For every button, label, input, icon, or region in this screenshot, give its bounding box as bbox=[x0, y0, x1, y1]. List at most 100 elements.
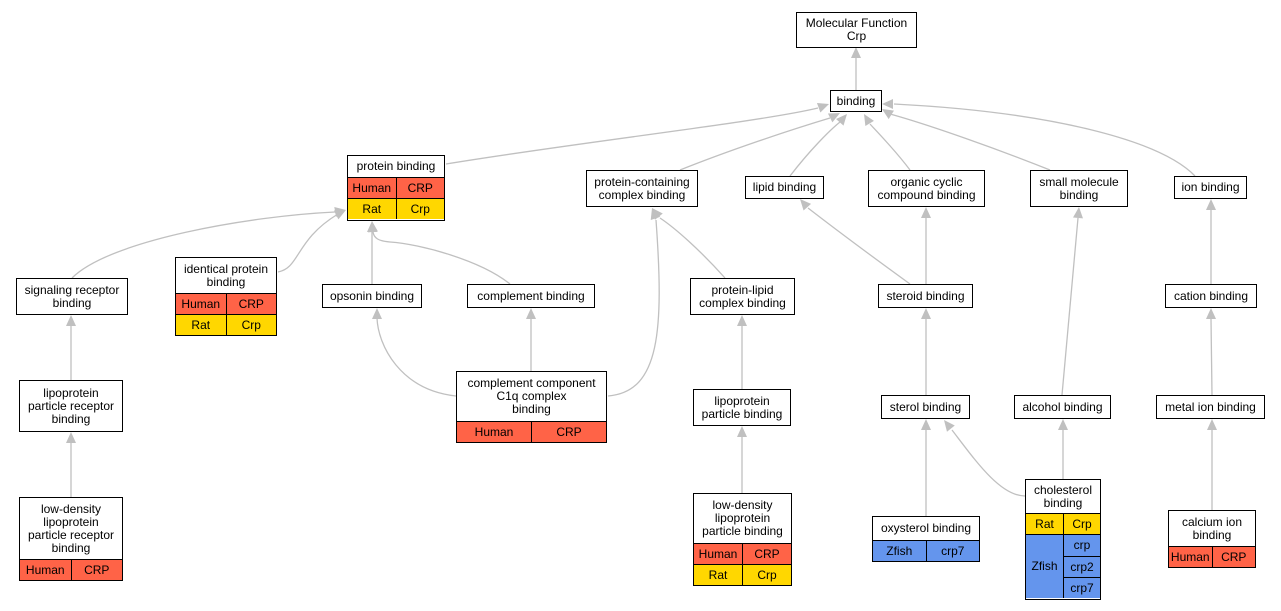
edge-cholesterol-to-sterol bbox=[951, 429, 1026, 497]
node-protein-lipid-complex-binding[interactable]: protein-lipid complex binding bbox=[690, 278, 795, 315]
edge-cation-to-ion-arrowhead bbox=[1206, 199, 1216, 210]
node-opsonin-binding[interactable]: opsonin binding bbox=[322, 284, 422, 308]
edge-ldl-particle-to-lipoprotein-particle-arrowhead bbox=[737, 426, 747, 437]
node-complement-binding[interactable]: complement binding bbox=[467, 284, 595, 308]
edge-protein-binding-to-binding bbox=[445, 107, 819, 165]
annotation-row: Rat Crp bbox=[694, 564, 791, 585]
edge-metal-ion-to-cation-arrowhead bbox=[1206, 308, 1216, 319]
node-label: calcium ion binding bbox=[1181, 514, 1243, 542]
node-calcium-ion-binding[interactable]: calcium ion binding Human CRP bbox=[1168, 510, 1256, 568]
species-cell: Rat bbox=[694, 565, 742, 585]
gene-cell: Crp bbox=[1063, 514, 1100, 534]
gene-cell: Crp bbox=[742, 565, 791, 585]
edge-cholesterol-to-sterol-arrowhead bbox=[944, 420, 955, 432]
node-molecular-function[interactable]: Molecular Function Crp bbox=[796, 12, 917, 48]
edge-identical-to-protein bbox=[277, 213, 339, 273]
node-label: low-density lipoprotein particle binding bbox=[702, 498, 783, 538]
edge-calcium-to-metal-ion-arrowhead bbox=[1207, 419, 1217, 430]
node-label: complement component C1q complex binding bbox=[467, 376, 596, 416]
node-label: cation binding bbox=[1173, 288, 1249, 303]
node-binding[interactable]: binding bbox=[830, 90, 882, 112]
node-lipoprotein-particle-receptor-binding[interactable]: lipoprotein particle receptor binding bbox=[19, 380, 123, 432]
node-label: complement binding bbox=[477, 288, 585, 303]
annotation-group-zfish: Zfish crp crp2 crp7 bbox=[1026, 534, 1100, 598]
node-label: oxysterol binding bbox=[880, 521, 972, 535]
edge-c1q-to-opsonin bbox=[376, 317, 457, 397]
edge-identical-to-protein-arrowhead bbox=[333, 210, 346, 220]
gene-cell: CRP bbox=[70, 560, 122, 580]
edge-metal-ion-to-cation bbox=[1210, 318, 1213, 396]
annotation-row: Rat Crp bbox=[1026, 513, 1100, 534]
node-signaling-receptor-binding[interactable]: signaling receptor binding bbox=[16, 278, 128, 315]
node-label: lipoprotein particle receptor binding bbox=[27, 385, 115, 426]
node-sterol-binding[interactable]: sterol binding bbox=[881, 395, 970, 419]
node-lipoprotein-particle-binding[interactable]: lipoprotein particle binding bbox=[693, 389, 791, 426]
species-cell: Zfish bbox=[1026, 535, 1064, 598]
gene-cell: Crp bbox=[395, 199, 444, 219]
edge-ldl-receptor-to-lipoprotein-receptor-arrowhead bbox=[66, 432, 76, 443]
annotation-row: Human CRP bbox=[694, 543, 791, 564]
node-label: Molecular Function Crp bbox=[805, 16, 908, 43]
node-oxysterol-binding[interactable]: oxysterol binding Zfish crp7 bbox=[872, 516, 980, 562]
gene-cell: crp2 bbox=[1064, 556, 1100, 577]
annotation-row: Human CRP bbox=[348, 177, 444, 198]
node-lipid-binding[interactable]: lipid binding bbox=[745, 176, 824, 199]
edge-complement-to-protein bbox=[372, 231, 511, 285]
edge-lipoprotein-receptor-to-signaling-arrowhead bbox=[66, 315, 76, 326]
annotation-row: Human CRP bbox=[20, 559, 122, 580]
edge-signaling-to-protein bbox=[71, 211, 336, 279]
edge-cholesterol-to-alcohol-arrowhead bbox=[1058, 419, 1068, 430]
edge-steroid-to-lipid-arrowhead bbox=[800, 199, 812, 211]
gene-cell: crp bbox=[1073, 538, 1091, 552]
gene-cell: Crp bbox=[225, 315, 276, 335]
species-cell: Human bbox=[694, 544, 742, 564]
gene-list: crp crp2 crp7 bbox=[1064, 535, 1100, 598]
node-label: metal ion binding bbox=[1165, 399, 1256, 414]
species-cell: Zfish bbox=[873, 541, 926, 561]
gene-cell: CRP bbox=[1211, 547, 1255, 567]
edge-c1q-to-complex bbox=[607, 219, 660, 397]
node-label: identical protein binding bbox=[183, 261, 269, 289]
node-label: lipoprotein particle binding bbox=[701, 393, 783, 421]
node-label: protein binding bbox=[356, 159, 436, 173]
node-organic-cyclic-compound-binding[interactable]: organic cyclic compound binding bbox=[868, 170, 985, 207]
node-small-molecule-binding[interactable]: small molecule binding bbox=[1030, 170, 1128, 207]
species-cell: Human bbox=[348, 178, 396, 198]
node-label: organic cyclic compound binding bbox=[877, 174, 976, 202]
edge-complement-to-protein-arrowhead bbox=[368, 221, 378, 233]
gene-cell: CRP bbox=[742, 544, 791, 564]
gene-cell: crp7 bbox=[1064, 577, 1100, 598]
node-label: cholesterol binding bbox=[1033, 482, 1093, 510]
edge-protein-binding-to-binding-arrowhead bbox=[816, 103, 829, 113]
node-alcohol-binding[interactable]: alcohol binding bbox=[1014, 395, 1111, 419]
node-low-density-lipoprotein-particle-binding[interactable]: low-density lipoprotein particle binding… bbox=[693, 493, 792, 586]
node-complement-component-c1q-complex-binding[interactable]: complement component C1q complex binding… bbox=[456, 371, 607, 443]
edge-protein-lipid-to-complex bbox=[659, 217, 726, 279]
node-cholesterol-binding[interactable]: cholesterol binding Rat Crp Zfish crp cr… bbox=[1025, 479, 1101, 600]
node-steroid-binding[interactable]: steroid binding bbox=[878, 284, 973, 308]
edge-c1q-to-complement-arrowhead bbox=[526, 308, 536, 319]
node-label: low-density lipoprotein particle recepto… bbox=[27, 501, 115, 555]
node-metal-ion-binding[interactable]: metal ion binding bbox=[1156, 395, 1265, 419]
node-ion-binding[interactable]: ion binding bbox=[1174, 176, 1247, 199]
edge-sterol-to-steroid-arrowhead bbox=[921, 308, 931, 319]
species-cell: Human bbox=[457, 422, 531, 442]
node-label: steroid binding bbox=[886, 288, 965, 303]
edge-c1q-to-opsonin-arrowhead bbox=[372, 308, 382, 319]
edge-ion-to-binding bbox=[893, 103, 1196, 177]
node-protein-binding[interactable]: protein binding Human CRP Rat Crp bbox=[347, 155, 445, 221]
edge-steroid-to-lipid bbox=[807, 207, 911, 285]
node-label: sterol binding bbox=[889, 399, 962, 414]
node-cation-binding[interactable]: cation binding bbox=[1165, 284, 1257, 308]
species-cell: Rat bbox=[176, 315, 226, 335]
node-protein-containing-complex-binding[interactable]: protein-containing complex binding bbox=[586, 170, 698, 207]
annotation-row: Human CRP bbox=[176, 293, 276, 314]
edge-steroid-to-organic-arrowhead bbox=[921, 207, 931, 218]
node-identical-protein-binding[interactable]: identical protein binding Human CRP Rat … bbox=[175, 257, 277, 336]
node-label: binding bbox=[836, 93, 876, 108]
edge-protein-complex-to-binding bbox=[679, 117, 831, 171]
edge-ion-to-binding-arrowhead bbox=[882, 99, 893, 109]
annotation-row: Human CRP bbox=[1169, 546, 1255, 567]
node-low-density-lipoprotein-particle-receptor-binding[interactable]: low-density lipoprotein particle recepto… bbox=[19, 497, 123, 581]
